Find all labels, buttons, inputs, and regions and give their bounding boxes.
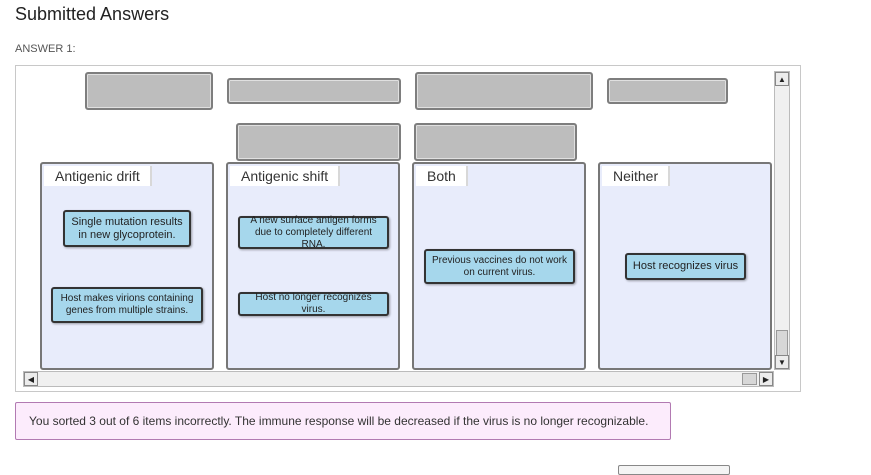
bin-antigenic-drift: Antigenic drift — [40, 162, 214, 370]
page-title: Submitted Answers — [15, 4, 170, 24]
scroll-left-icon[interactable]: ◀ — [24, 372, 38, 386]
empty-slot — [85, 72, 213, 110]
scroll-right-icon[interactable]: ▶ — [759, 372, 773, 386]
sort-card[interactable]: Host recognizes virus — [625, 253, 746, 280]
empty-slot — [415, 72, 593, 110]
sort-card[interactable]: Previous vaccines do not work on current… — [424, 249, 575, 284]
vertical-scrollbar[interactable]: ▲ ▼ — [774, 71, 790, 370]
sort-card[interactable]: A new surface antigen forms due to compl… — [238, 215, 389, 250]
answer-label: ANSWER 1: — [15, 43, 76, 55]
scroll-up-icon[interactable]: ▲ — [775, 72, 789, 86]
empty-slot — [236, 123, 401, 161]
horizontal-scrollbar[interactable]: ◀ ▶ — [23, 371, 774, 387]
sort-card[interactable]: Host makes virions containing genes from… — [51, 287, 203, 323]
bin-label: Antigenic shift — [230, 166, 341, 186]
empty-slot — [227, 78, 401, 104]
sort-card[interactable]: Single mutation results in new glycoprot… — [63, 210, 191, 247]
sort-card[interactable]: Host no longer recognizes virus. — [238, 292, 389, 316]
bin-label: Antigenic drift — [44, 166, 152, 186]
horizontal-scroll-thumb[interactable] — [742, 373, 757, 385]
feedback-message: You sorted 3 out of 6 items incorrectly.… — [15, 402, 671, 440]
empty-slot — [607, 78, 728, 104]
scroll-down-icon[interactable]: ▼ — [775, 355, 789, 369]
bin-antigenic-shift: Antigenic shift — [226, 162, 400, 370]
vertical-scroll-thumb[interactable] — [776, 330, 788, 356]
bin-label: Neither — [602, 166, 671, 186]
empty-slot — [414, 123, 577, 161]
partially-visible-button[interactable] — [618, 465, 730, 475]
bin-label: Both — [416, 166, 468, 186]
